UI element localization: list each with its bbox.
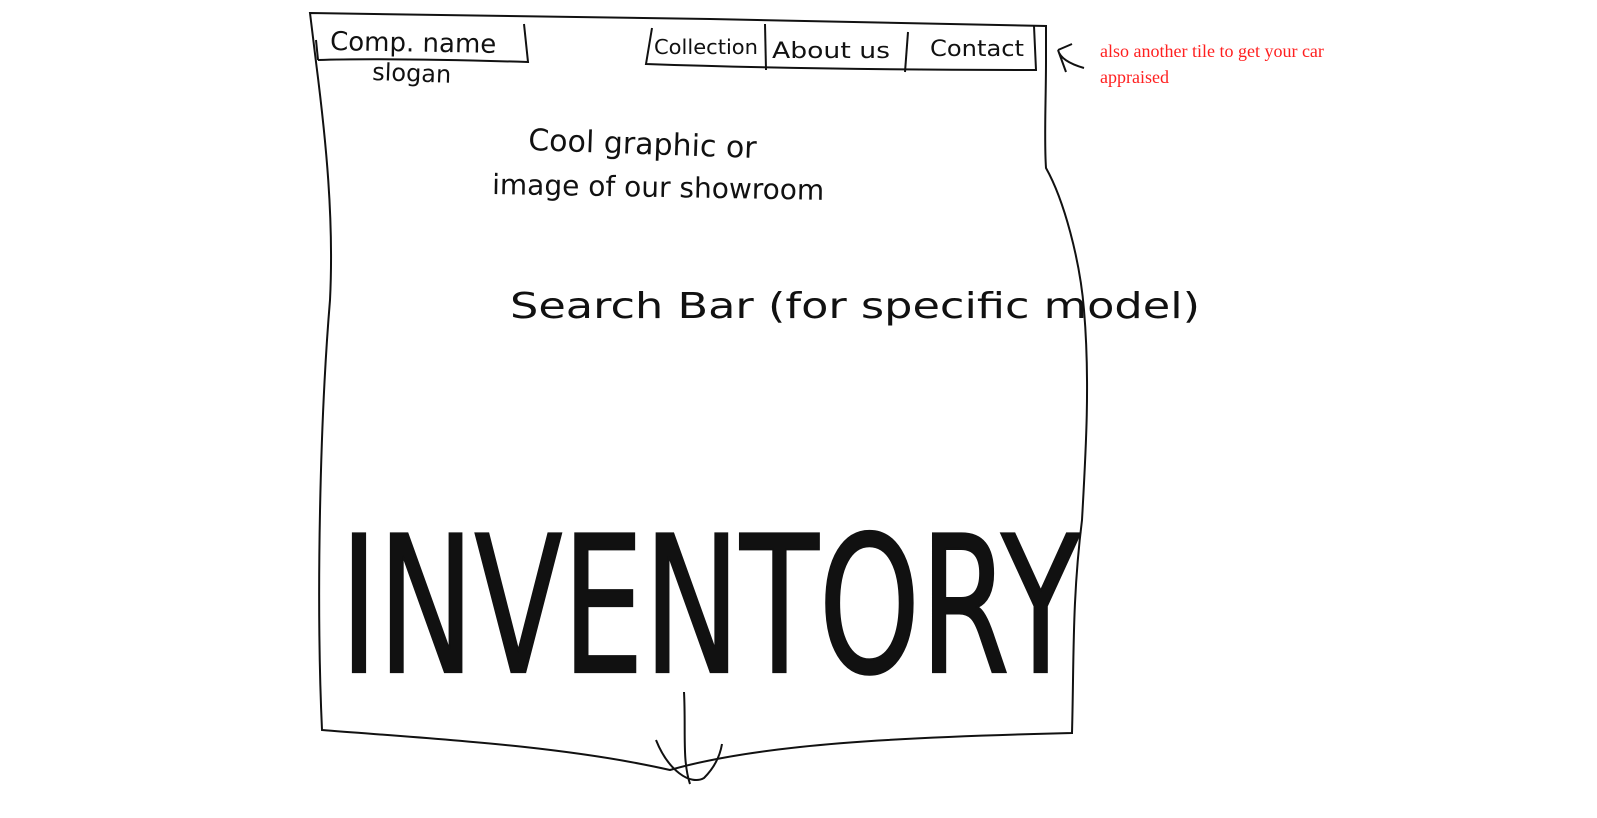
nav-tile-collection: Collection bbox=[654, 35, 758, 59]
hero-note-line-1: Cool graphic or bbox=[528, 123, 758, 166]
annotation-arrow bbox=[1057, 43, 1085, 73]
search-bar-note: Search Bar (for specific model) bbox=[510, 286, 1200, 327]
inventory-label: INVENTORY bbox=[340, 496, 1081, 717]
appraisal-tile-annotation: also another tile to get your car apprai… bbox=[1100, 41, 1324, 87]
nav-tiles-outline bbox=[644, 25, 1038, 72]
nav-divider-2 bbox=[904, 31, 909, 73]
slogan: slogan bbox=[372, 58, 452, 89]
nav-tile-about-us: About us bbox=[772, 39, 890, 64]
company-name: Comp. name bbox=[330, 27, 497, 60]
scroll-down-arrow bbox=[655, 691, 723, 785]
hero-note-line-2: image of our showroom bbox=[492, 168, 825, 207]
company-name-box bbox=[315, 23, 530, 64]
nav-divider-1 bbox=[764, 23, 767, 71]
nav-tile-contact: Contact bbox=[930, 37, 1024, 62]
page-frame bbox=[308, 11, 1089, 772]
